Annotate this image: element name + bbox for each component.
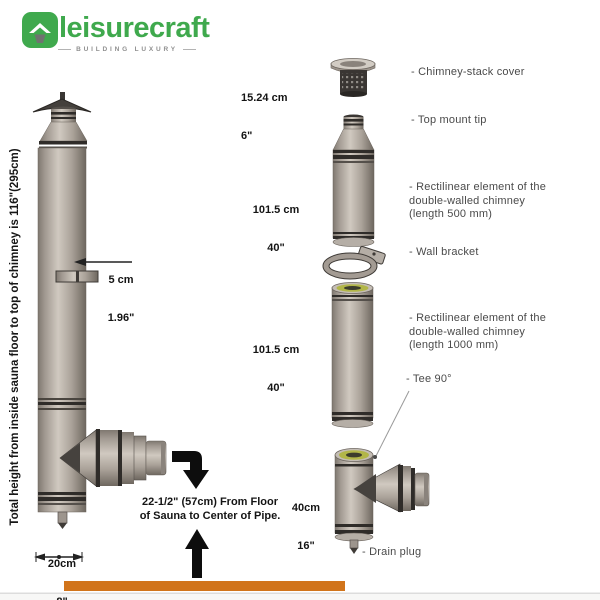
label-rect1000-line2: double-walled chimney — [409, 325, 526, 338]
bracket-dimension-arrow — [74, 258, 132, 266]
part-chimney-stack-cover — [330, 58, 376, 97]
total-height-note: Total height from inside sauna floor to … — [9, 148, 21, 526]
tee-leader-line — [373, 390, 410, 459]
tee-branch-notch — [60, 443, 80, 473]
band — [38, 497, 86, 501]
label-top-mount-tip: - Top mount tip — [411, 114, 487, 126]
label-rect500-line2: double-walled chimney — [409, 194, 526, 207]
neck — [51, 109, 76, 122]
label-chimney-stack-cover: - Chimney-stack cover — [411, 66, 525, 78]
rect500-dimension: 101.5 cm 40" — [250, 179, 302, 279]
band — [39, 141, 87, 145]
band — [39, 146, 87, 149]
label-rectilinear-1000: - Rectilinear element of the double-wall… — [409, 312, 546, 353]
label-rect500-line3: (length 500 mm) — [409, 208, 493, 220]
rect1000-dim-in: 40" — [267, 381, 285, 394]
joint-ring — [38, 402, 86, 405]
floor-note-line2: of Sauna to Center of Pipe. — [139, 509, 281, 522]
brand-name: leisurecraft — [59, 12, 210, 44]
neck-band — [51, 112, 76, 115]
floor-distance-note: 22-1/2" (57cm) From Floor of Sauna to Ce… — [127, 496, 293, 523]
cap-finial — [60, 92, 65, 101]
bracket-dim-cm: 5 cm — [108, 274, 134, 286]
band — [38, 503, 86, 505]
label-rect500-line1: - Rectilinear element of the — [409, 181, 547, 193]
branch-ring — [118, 430, 122, 486]
label-rect1000-line3: (length 1000 mm) — [409, 339, 499, 351]
rect1000-dimension: 101.5 cm 40" — [250, 319, 302, 419]
part-rectilinear-1000 — [331, 282, 374, 428]
tee-dim-cm: 40cm — [291, 502, 321, 514]
shoulder-cone — [39, 121, 88, 142]
bracket-dimension: 5 cm 1.96" — [100, 249, 142, 349]
part-top-mount-tip — [332, 114, 375, 151]
floor-up-arrow — [185, 529, 209, 578]
label-wall-bracket: - Wall bracket — [409, 246, 479, 258]
tee-dim-in: 16" — [297, 539, 315, 552]
joint-ring — [38, 398, 86, 400]
bracket-dim-in: 1.96" — [107, 311, 135, 324]
bracket-bolt — [76, 271, 79, 282]
base-dim-in: 8" — [42, 596, 82, 600]
label-rect1000-line1: - Rectilinear element of the — [409, 312, 547, 324]
cover-dim-cm: 15.24 cm — [241, 92, 288, 104]
elbow-down-arrow — [172, 451, 209, 489]
drain-tip — [58, 523, 67, 529]
branch-tip-shade — [161, 442, 165, 474]
cover-dimension: 15.24 cm 6" — [241, 67, 296, 167]
label-tee-90: - Tee 90° — [406, 373, 452, 385]
branch-cyl — [133, 435, 147, 481]
tagline-text: BUILDING LUXURY — [76, 46, 178, 53]
tee-dimension: 40cm 16" — [286, 477, 326, 577]
neck-band — [51, 117, 76, 119]
part-tee-90 — [334, 448, 430, 554]
tagline-rule-right — [182, 49, 197, 50]
floor-bar — [64, 581, 345, 591]
tagline-rule-left — [58, 49, 72, 50]
branch-ring — [96, 429, 100, 487]
assembled-chimney — [32, 92, 167, 529]
brand-tagline: BUILDING LUXURY — [58, 46, 197, 53]
base-dimension: 20cm 8" — [42, 533, 82, 600]
base-dim-cm: 20cm — [47, 558, 77, 570]
joint-ring — [38, 408, 86, 410]
bottom-divider — [0, 592, 600, 594]
bottom-strip — [0, 594, 600, 600]
label-rectilinear-500: - Rectilinear element of the double-wall… — [409, 181, 546, 222]
part-wall-bracket — [322, 246, 386, 280]
rect500-dim-in: 40" — [267, 241, 285, 254]
rect1000-dim-cm: 101.5 cm — [252, 344, 300, 356]
branch-cyl — [100, 430, 118, 486]
drain-stub — [57, 511, 68, 524]
base-dimension-arrow — [34, 552, 84, 562]
drain-plug — [349, 539, 359, 549]
cover-dim-in: 6" — [241, 129, 253, 142]
rect500-dim-cm: 101.5 cm — [252, 204, 300, 216]
logo-icon — [22, 12, 58, 48]
band — [38, 492, 86, 495]
label-drain-plug: - Drain plug — [362, 546, 422, 558]
branch-cyl — [122, 432, 134, 484]
floor-note-line1: 22-1/2" (57cm) From Floor — [141, 496, 279, 508]
part-rectilinear-500 — [332, 149, 375, 247]
